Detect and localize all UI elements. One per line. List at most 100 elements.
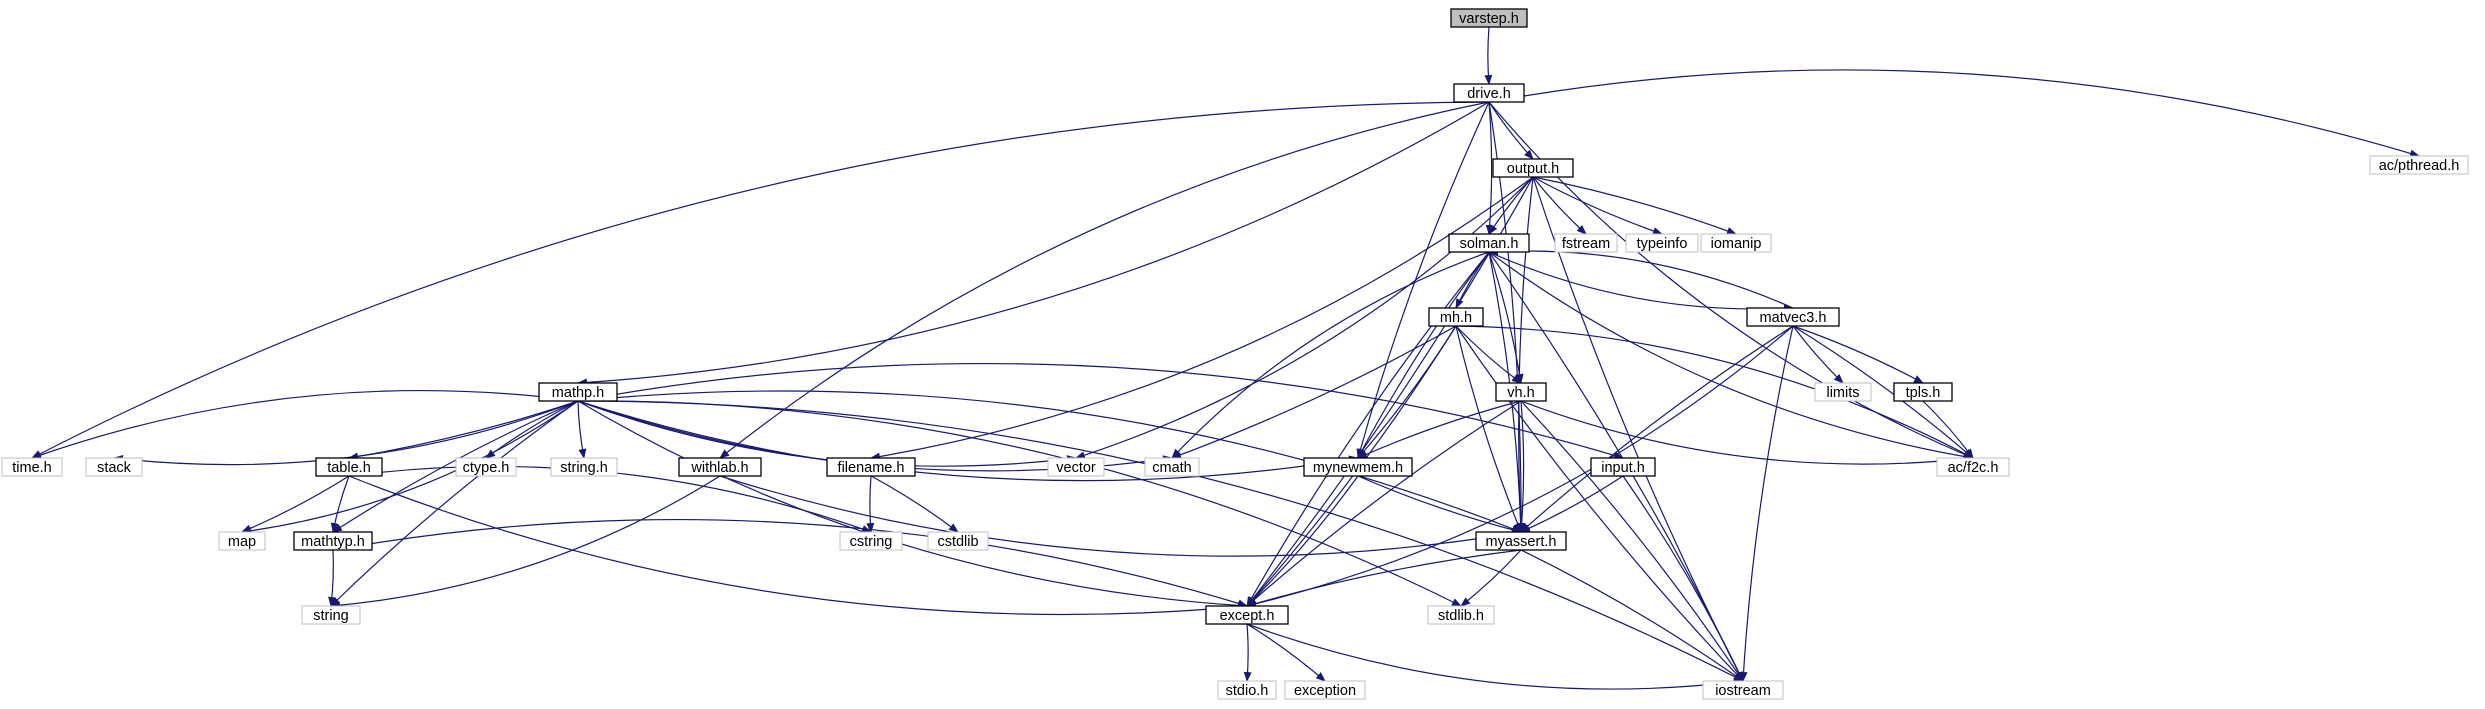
node-box-drive (1453, 83, 1525, 103)
node-mathp[interactable]: mathp.h (538, 382, 618, 402)
edge-drive-to-pthread (1488, 69, 2420, 158)
edge-vh-to-iostream (1520, 400, 1744, 682)
node-filename[interactable]: filename.h (826, 457, 916, 477)
node-tpls[interactable]: tpls.h (1893, 382, 1953, 402)
edge-vh-to-myassert (1517, 400, 1526, 533)
node-label-iostream: iostream (1715, 683, 1771, 699)
node-label-stringh: string.h (560, 460, 608, 476)
edge-mathp-to-string (330, 400, 579, 607)
node-label-stdlib: stdlib.h (1438, 608, 1484, 624)
edge-drive-to-solman (1485, 101, 1494, 235)
node-box-except (1205, 605, 1289, 625)
edge-withlab-to-string (330, 475, 721, 610)
node-label-iomanip: iomanip (1711, 236, 1762, 252)
node-myassert[interactable]: myassert.h (1475, 531, 1567, 551)
node-label-table: table.h (327, 460, 371, 476)
edge-filename-to-cstring (866, 475, 875, 533)
edge-mathp-to-myassert (577, 390, 1522, 533)
edge-drive-to-withlab (719, 101, 1490, 459)
edge-mathp-to-table (348, 400, 579, 461)
node-stdlib: stdlib.h (1427, 605, 1495, 625)
node-mathtyp[interactable]: mathtyp.h (293, 531, 373, 551)
edge-matvec3-to-limits (1792, 325, 1844, 384)
node-input[interactable]: input.h (1590, 457, 1656, 477)
node-f2c: ac/f2c.h (1936, 457, 2010, 477)
node-drive[interactable]: drive.h (1453, 83, 1525, 103)
node-label-mynewmem: mynewmem.h (1313, 460, 1403, 476)
node-table[interactable]: table.h (315, 457, 383, 477)
node-label-stack: stack (97, 460, 132, 476)
node-label-ctype: ctype.h (463, 460, 510, 476)
node-label-matvec3: matvec3.h (1760, 310, 1827, 326)
node-box-stringh (550, 457, 618, 477)
edge-output-to-filename (870, 176, 1534, 461)
edge-varstep-to-drive (1484, 26, 1493, 85)
node-layer: varstep.h drive.h ac/pthread.h output.h solm… (1, 8, 2469, 700)
edge-drive-to-output (1488, 101, 1534, 160)
node-solman[interactable]: solman.h (1448, 233, 1530, 253)
edge-matvec3-to-except (1246, 325, 1794, 608)
edge-table-to-mathtyp (330, 475, 350, 533)
node-label-f2c: ac/f2c.h (1948, 460, 1999, 476)
edge-matvec3-to-f2c (1792, 325, 1974, 459)
node-box-timeh (1, 457, 63, 477)
node-mynewmem[interactable]: mynewmem.h (1303, 457, 1413, 477)
edge-vh-to-except (1246, 400, 1522, 607)
node-label-vh: vh.h (1507, 385, 1534, 401)
edge-mathp-to-stringh (577, 400, 587, 459)
node-box-cmath (1144, 457, 1200, 477)
node-box-stack (85, 457, 143, 477)
node-box-myassert (1475, 531, 1567, 551)
node-box-input (1590, 457, 1656, 477)
node-label-input: input.h (1601, 460, 1645, 476)
node-box-string (301, 605, 361, 625)
node-varstep[interactable]: varstep.h (1450, 8, 1528, 28)
node-box-iomanip (1700, 233, 1772, 253)
node-label-mathp: mathp.h (552, 385, 604, 401)
node-label-solman: solman.h (1460, 236, 1519, 252)
node-label-vector: vector (1056, 460, 1096, 476)
node-output[interactable]: output.h (1492, 158, 1574, 178)
node-label-timeh: time.h (12, 460, 52, 476)
node-box-solman (1448, 233, 1530, 253)
edge-mathtyp-to-string (328, 549, 337, 607)
node-mh[interactable]: mh.h (1428, 307, 1484, 327)
edge-output-to-vector (1075, 176, 1534, 460)
edge-output-to-iomanip (1532, 176, 1737, 235)
edge-input-to-iostream (1622, 475, 1744, 682)
node-except[interactable]: except.h (1205, 605, 1289, 625)
node-box-limits (1814, 382, 1872, 402)
edge-drive-to-mynewmem (1356, 101, 1490, 459)
node-box-ctype (455, 457, 517, 477)
edge-matvec3-to-myassert (1520, 325, 1794, 533)
node-label-drive: drive.h (1467, 86, 1511, 102)
node-label-fstream: fstream (1562, 236, 1610, 252)
node-vh[interactable]: vh.h (1495, 382, 1547, 402)
edge-mathtyp-to-except (332, 519, 1248, 608)
node-label-stdio: stdio.h (1226, 683, 1269, 699)
edge-mynewmem-to-except (1246, 475, 1359, 607)
node-matvec3[interactable]: matvec3.h (1746, 307, 1840, 327)
edge-matvec3-to-iostream (1739, 325, 1794, 682)
node-box-mathtyp (293, 531, 373, 551)
node-withlab[interactable]: withlab.h (678, 457, 762, 477)
edge-except-to-stdio (1243, 623, 1252, 682)
edge-matvec3-to-solman (1488, 247, 1794, 309)
edge-mh-to-vh (1455, 325, 1522, 384)
edge-vh-to-f2c (1520, 400, 1974, 465)
edge-mh-to-iostream (1455, 325, 1744, 682)
node-label-output: output.h (1507, 161, 1559, 177)
edge-myassert-to-iostream (1520, 549, 1744, 682)
node-cstring: cstring (839, 531, 903, 551)
edge-solman-to-cmath (1171, 251, 1490, 459)
node-label-pthread: ac/pthread.h (2379, 158, 2460, 174)
node-label-cstdlib: cstdlib (937, 534, 978, 550)
node-box-iostream (1702, 680, 1784, 700)
node-box-tpls (1893, 382, 1953, 402)
edge-except-to-exception (1246, 623, 1326, 682)
edge-mh-to-myassert (1455, 325, 1522, 533)
node-box-fstream (1554, 233, 1618, 253)
node-box-varstep (1450, 8, 1528, 28)
node-exception: exception (1284, 680, 1366, 700)
